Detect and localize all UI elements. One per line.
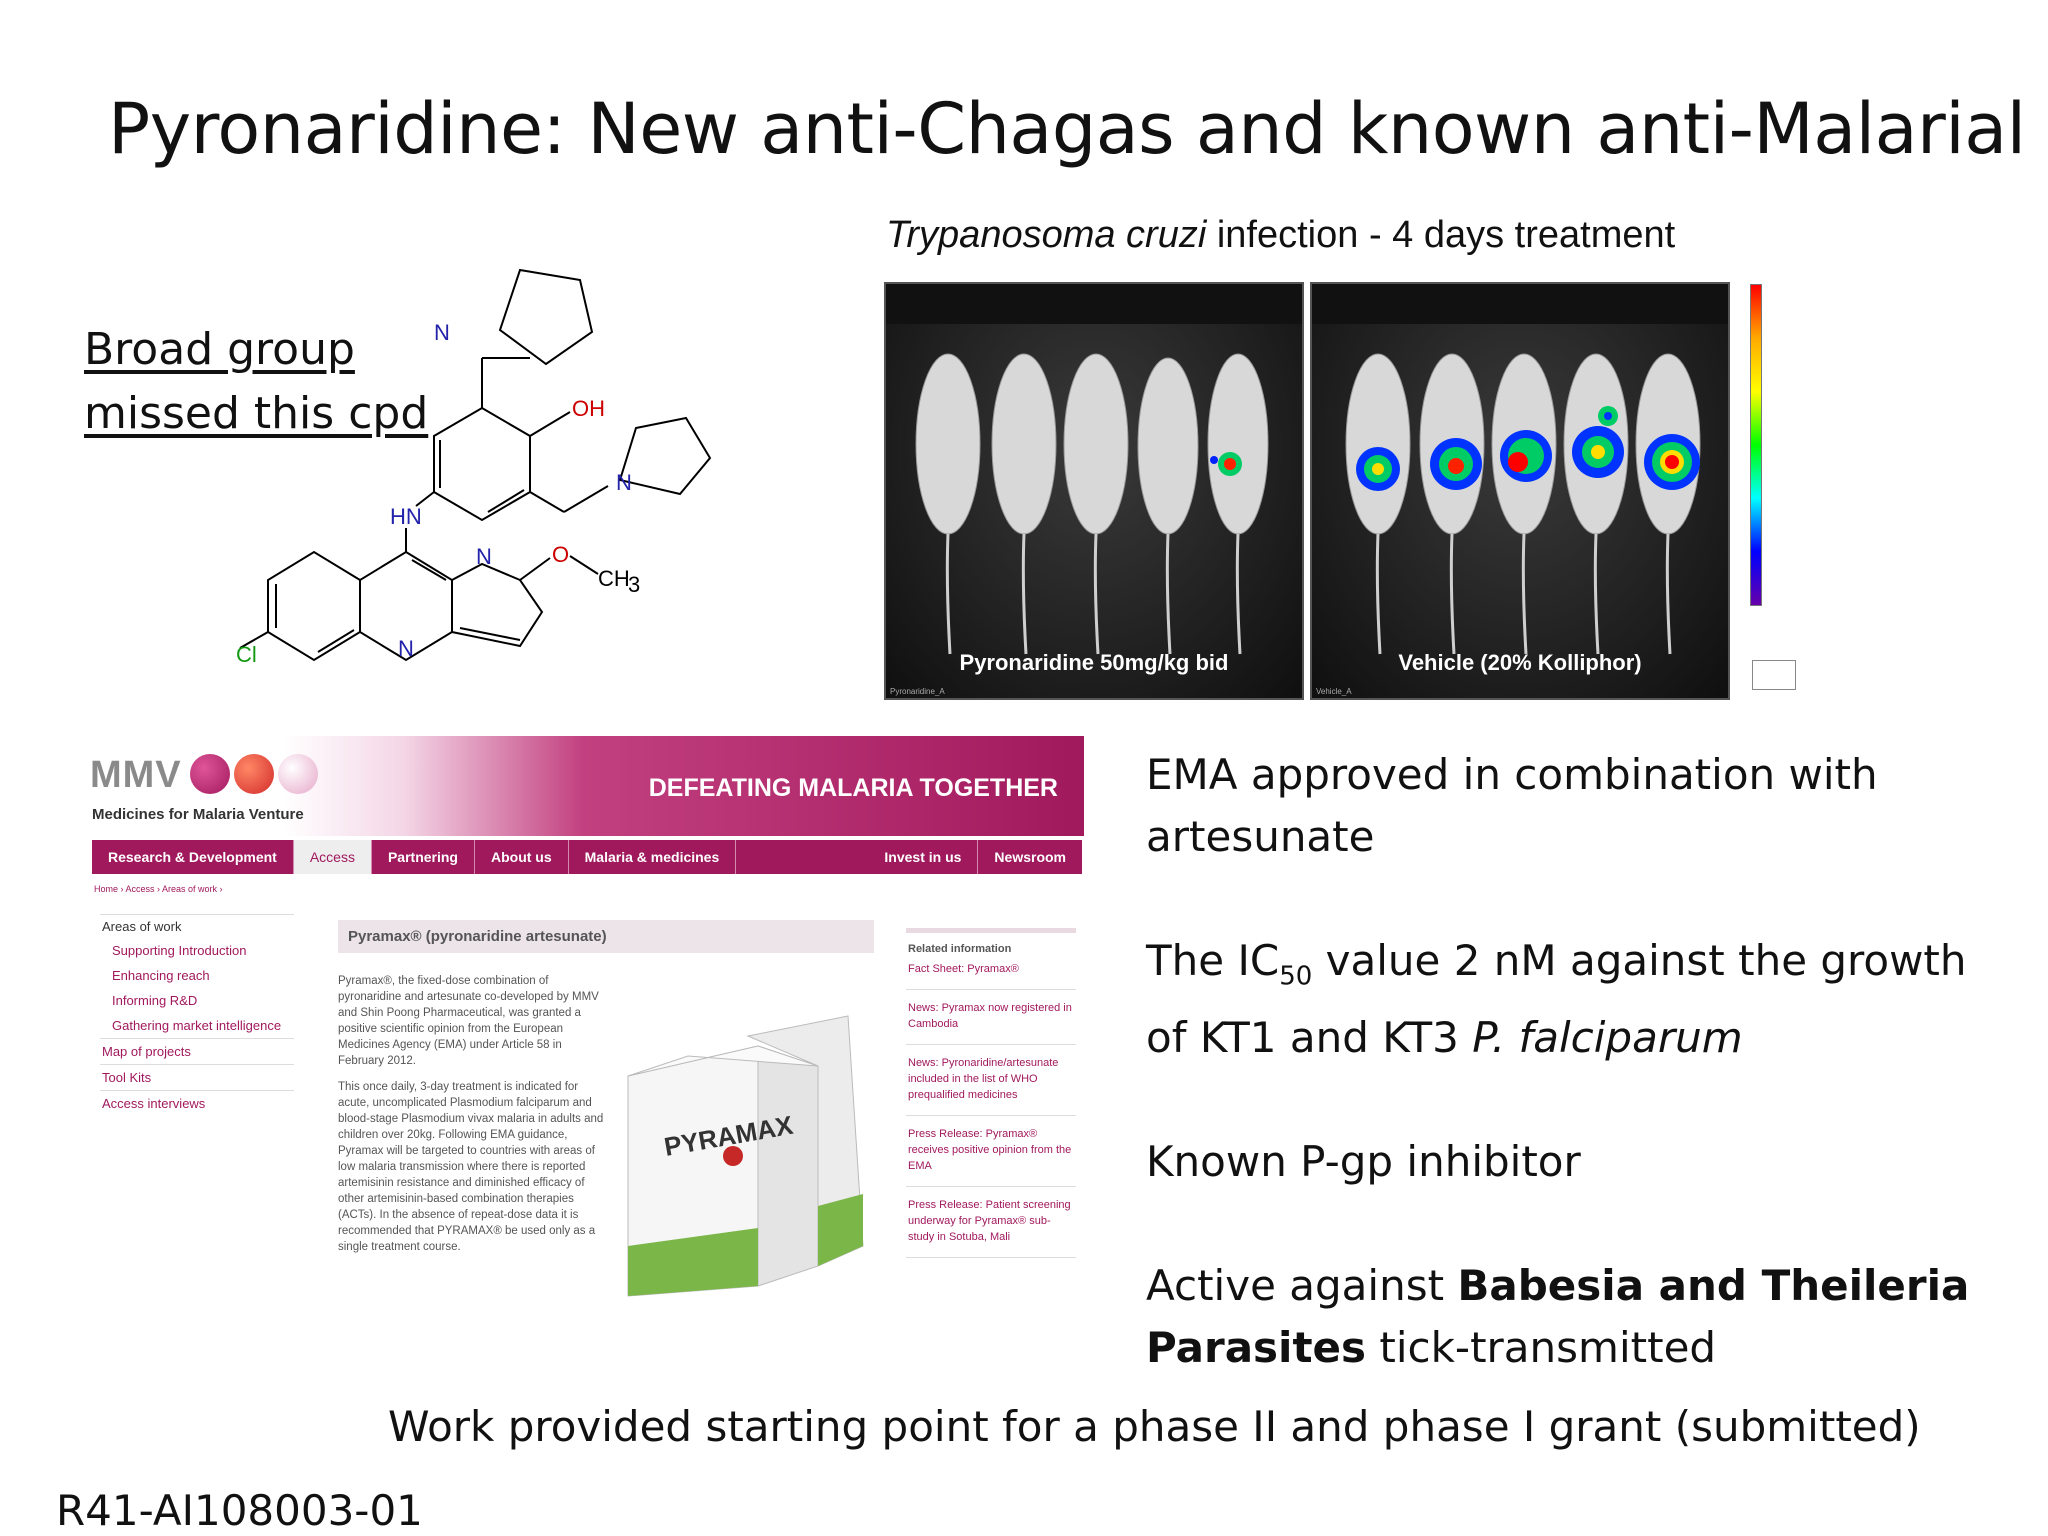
main-paragraph: This once daily, 3-day treatment is indi… [338, 1081, 604, 1253]
babesia-pre: Active against [1146, 1261, 1458, 1311]
sidebar-item[interactable]: Tool Kits [100, 1064, 294, 1090]
grant-id: R41-AI108003-01 [56, 1486, 423, 1535]
broad-group-note: Broad group missed this cpd [84, 318, 428, 446]
ic50-sub: 50 [1279, 961, 1313, 992]
mouse [915, 353, 981, 535]
babesia-bold: Babesia and Theileria Parasites [1146, 1261, 1970, 1373]
mice-panel-vehicle: Vehicle (20% Kolliphor) Vehicle_A [1310, 282, 1730, 700]
bioluminescence-signals [1356, 406, 1700, 491]
atom-hn: HN [390, 504, 422, 529]
pyridine-ring [451, 562, 544, 648]
mice-panel-pyronaridine: Pyronaridine 50mg/kg bid Pyronaridine_A [884, 282, 1304, 700]
work-note: Work provided starting point for a phase… [388, 1402, 1921, 1451]
related-link[interactable]: Press Release: Patient screening underwa… [906, 1193, 1076, 1258]
babesia-post: tick-transmitted [1366, 1323, 1717, 1373]
related-link[interactable]: Press Release: Pyramax® receives positiv… [906, 1122, 1076, 1187]
mmv-header: MMV Medicines for Malaria Venture DEFEAT… [84, 736, 1084, 836]
point-ic50: The IC50 value 2 nM against the growth o… [1146, 930, 2006, 1069]
main-body: Pyramax®, the fixed-dose combination of … [338, 973, 608, 1255]
caption-rest: infection - 4 days treatment [1206, 214, 1676, 256]
mouse [1063, 353, 1129, 535]
sidebar-item[interactable]: Enhancing reach [112, 968, 210, 983]
sidebar-item[interactable]: Informing R&D [112, 993, 198, 1008]
sidebar-item[interactable]: Access interviews [100, 1090, 294, 1116]
mouse [1207, 353, 1269, 535]
atom-o: O [552, 542, 569, 567]
ic50-mid: value 2 nM against the growth of KT1 and… [1146, 936, 1967, 1063]
ic50-species: P. falciparum [1472, 1013, 1743, 1063]
key-points: EMA approved in combination with artesun… [1146, 744, 2006, 1441]
related-heading: Related information [908, 943, 1012, 955]
panel-corner-right: Vehicle_A [1316, 687, 1352, 696]
pyramax-box-image: PYRAMAX [627, 1015, 864, 1297]
related-link[interactable]: News: Pyramax now registered in Cambodia [906, 996, 1076, 1045]
pyronaridine-structure: N OH N HN N O CH 3 Cl N [236, 268, 712, 667]
atom-cl: Cl [236, 642, 257, 667]
mmv-sidebar: Areas of work Supporting Introduction En… [100, 914, 294, 1116]
related-info-panel: Related information Fact Sheet: Pyramax®… [906, 928, 1076, 1264]
point-pgp: Known P-gp inhibitor [1146, 1137, 1581, 1187]
mice-image-left [886, 284, 1302, 655]
mmv-logo: MMV [90, 754, 182, 796]
nav-malaria-medicines[interactable]: Malaria & medicines [569, 840, 737, 874]
pyrrolidine-ring-top [498, 268, 594, 366]
panel-label-vehicle: Vehicle (20% Kolliphor) [1398, 650, 1642, 675]
atom-ch: CH [598, 566, 630, 591]
left-benzene-ring [267, 550, 361, 662]
mmv-nav-bar: Research & Development Access Partnering… [92, 840, 1082, 874]
atom-n-bottom: N [398, 636, 414, 661]
point-ema: EMA approved in combination with artesun… [1146, 750, 1878, 861]
main-paragraph: Pyramax®, the fixed-dose combination of … [338, 975, 599, 1067]
sidebar-item[interactable]: Gathering market intelligence [112, 1018, 282, 1033]
broad-note-line1: Broad group [84, 324, 355, 375]
breadcrumb[interactable]: Home › Access › Areas of work › [94, 884, 223, 894]
mouse [991, 353, 1057, 535]
slide-title: Pyronaridine: New anti-Chagas and known … [108, 88, 2026, 170]
atom-oh: OH [572, 396, 605, 421]
atom-n-ring: N [476, 544, 492, 569]
nav-invest[interactable]: Invest in us [868, 840, 979, 874]
related-link[interactable]: Fact Sheet: Pyramax® [906, 957, 1076, 990]
sidebar-heading[interactable]: Areas of work [100, 914, 294, 938]
nav-partnering[interactable]: Partnering [372, 840, 475, 874]
point-babesia: Active against Babesia and Theileria Par… [1146, 1255, 2006, 1379]
mmv-subtitle: Medicines for Malaria Venture [92, 806, 304, 823]
luminescence-colorbar [1750, 284, 1762, 606]
panel-corner-left: Pyronaridine_A [890, 687, 945, 696]
sidebar-item[interactable]: Supporting Introduction [112, 943, 247, 958]
mmv-main-content: Pyramax® (pyronaridine artesunate) Pyram… [338, 920, 874, 1265]
caption-species: Trypanosoma cruzi [886, 214, 1207, 256]
atom-n-mid: N [616, 470, 632, 495]
mice-caption: Trypanosoma cruzi infection - 4 days tre… [886, 214, 1675, 257]
sidebar-item[interactable]: Map of projects [100, 1038, 294, 1064]
benzene-ring [433, 406, 531, 522]
nav-newsroom[interactable]: Newsroom [994, 849, 1066, 865]
nav-research[interactable]: Research & Development [92, 840, 294, 874]
mouse [1137, 357, 1199, 535]
related-link[interactable]: News: Pyronaridine/artesunate included i… [906, 1051, 1076, 1116]
pyrrolidine-ring-right [618, 416, 712, 496]
mmv-tagline: DEFEATING MALARIA TOGETHER [648, 774, 1058, 802]
mmv-website-screenshot: MMV Medicines for Malaria Venture DEFEAT… [84, 736, 1084, 1332]
main-title: Pyramax® (pyronaridine artesunate) [338, 920, 874, 953]
colorbar-legend-box [1752, 660, 1796, 690]
nav-about[interactable]: About us [475, 840, 569, 874]
atom-n-top: N [434, 320, 450, 345]
mice-image-right [1312, 284, 1728, 655]
ic50-pre: The IC [1146, 936, 1280, 985]
panel-label-pyronaridine: Pyronaridine 50mg/kg bid [959, 650, 1229, 675]
broad-note-line2: missed this cpd [84, 388, 429, 439]
nav-access[interactable]: Access [293, 840, 372, 874]
atom-ch-sub: 3 [628, 572, 640, 597]
